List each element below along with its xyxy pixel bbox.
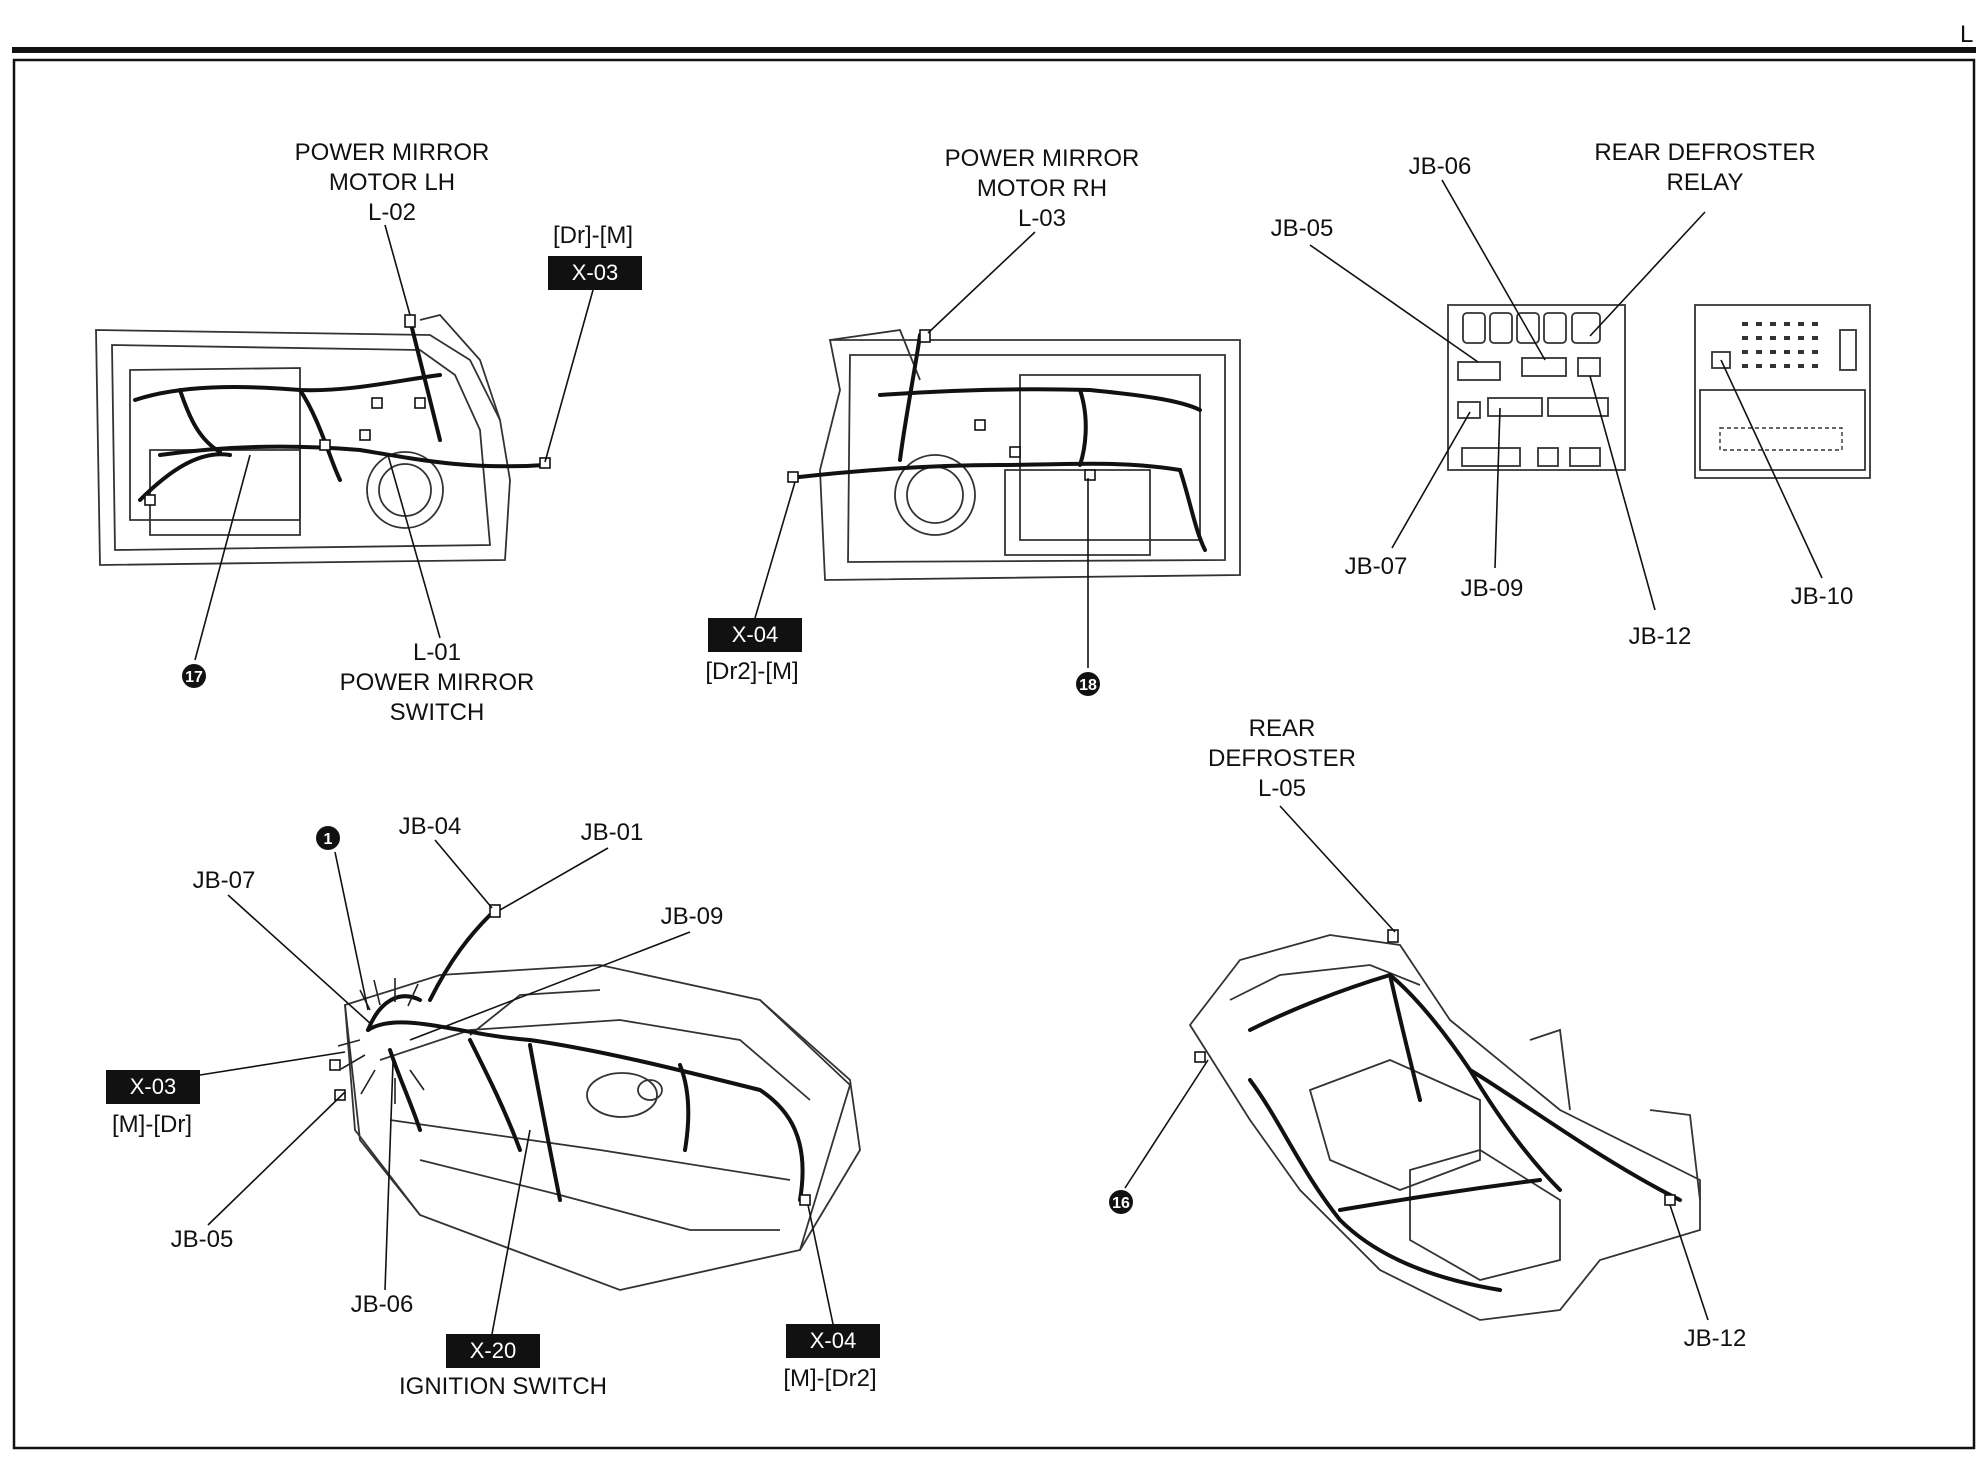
jb-07-label-top: JB-07 bbox=[1345, 553, 1408, 580]
jb-10-label: JB-10 bbox=[1791, 583, 1854, 610]
jb-12-label-top: JB-12 bbox=[1629, 623, 1692, 650]
x20-tag-box bbox=[446, 1334, 540, 1368]
jb-06-label-ip: JB-06 bbox=[351, 1291, 414, 1318]
rear-defroster-label-1: REAR bbox=[1249, 715, 1316, 742]
lh-door-illustration bbox=[95, 313, 551, 566]
jb-04-label: JB-04 bbox=[399, 813, 462, 840]
x03-top-tag: X-03 bbox=[572, 260, 618, 285]
rear-defroster-code: L-05 bbox=[1258, 775, 1306, 802]
section-letter: L bbox=[1960, 21, 1973, 48]
lh-mirror-motor-label-2: MOTOR LH bbox=[329, 169, 455, 196]
x04-top-tag: X-04 bbox=[732, 622, 778, 647]
lh-mirror-motor-code: L-02 bbox=[368, 199, 416, 226]
jb-05-label-top: JB-05 bbox=[1271, 215, 1334, 242]
rear-defroster-relay-label-2: RELAY bbox=[1667, 169, 1744, 196]
x04-ip-sub: [M]-[Dr2] bbox=[783, 1365, 876, 1392]
floor-harness-illustration bbox=[1188, 929, 1701, 1321]
ground-1-number: 1 bbox=[324, 831, 333, 848]
jb-05-label-ip: JB-05 bbox=[171, 1226, 234, 1253]
rh-door-illustration bbox=[787, 329, 1241, 581]
x04-top-sub: [Dr2]-[M] bbox=[705, 658, 798, 685]
ground-18-marker bbox=[1076, 672, 1100, 696]
ground-16-marker bbox=[1109, 1190, 1133, 1214]
x03-ip-tag: X-03 bbox=[130, 1074, 176, 1099]
jb-06-label: JB-06 bbox=[1409, 153, 1472, 180]
jb-01-label: JB-01 bbox=[581, 819, 644, 846]
figure-border bbox=[12, 58, 1976, 1450]
lh-switch-code: L-01 bbox=[413, 639, 461, 666]
rh-mirror-motor-label-2: MOTOR RH bbox=[977, 175, 1107, 202]
header-rule bbox=[12, 47, 1976, 53]
jb-09-label-top: JB-09 bbox=[1461, 575, 1524, 602]
x03-ip-tag-box bbox=[106, 1070, 200, 1104]
lh-mirror-motor-label-1: POWER MIRROR bbox=[295, 139, 490, 166]
ground-17-number: 17 bbox=[185, 669, 203, 686]
x20-tag: X-20 bbox=[470, 1338, 516, 1363]
lh-switch-label-2: SWITCH bbox=[390, 699, 485, 726]
junction-box-illustration bbox=[1447, 304, 1871, 479]
ground-1-marker bbox=[316, 826, 340, 850]
jb-09-label-ip: JB-09 bbox=[661, 903, 724, 930]
x04-ip-tag-box bbox=[786, 1324, 880, 1358]
rear-defroster-label-2: DEFROSTER bbox=[1208, 745, 1356, 772]
x03-top-sub: [Dr]-[M] bbox=[553, 222, 633, 249]
ground-18-number: 18 bbox=[1079, 677, 1097, 694]
x03-top-tag-box bbox=[548, 256, 642, 290]
rh-mirror-motor-label-1: POWER MIRROR bbox=[945, 145, 1140, 172]
rear-defroster-relay-label-1: REAR DEFROSTER bbox=[1594, 139, 1815, 166]
x04-top-tag-box bbox=[708, 618, 802, 652]
rh-mirror-motor-code: L-03 bbox=[1018, 205, 1066, 232]
ground-16-number: 16 bbox=[1112, 1195, 1130, 1212]
jb-12-label-floor: JB-12 bbox=[1684, 1325, 1747, 1352]
x20-sub: IGNITION SWITCH bbox=[399, 1373, 607, 1400]
ground-17-marker bbox=[182, 664, 206, 688]
instrument-panel-illustration bbox=[329, 904, 861, 1291]
x04-ip-tag: X-04 bbox=[810, 1328, 856, 1353]
x03-ip-sub: [M]-[Dr] bbox=[112, 1111, 192, 1138]
jb-07-label-ip: JB-07 bbox=[193, 867, 256, 894]
lh-switch-label-1: POWER MIRROR bbox=[340, 669, 535, 696]
